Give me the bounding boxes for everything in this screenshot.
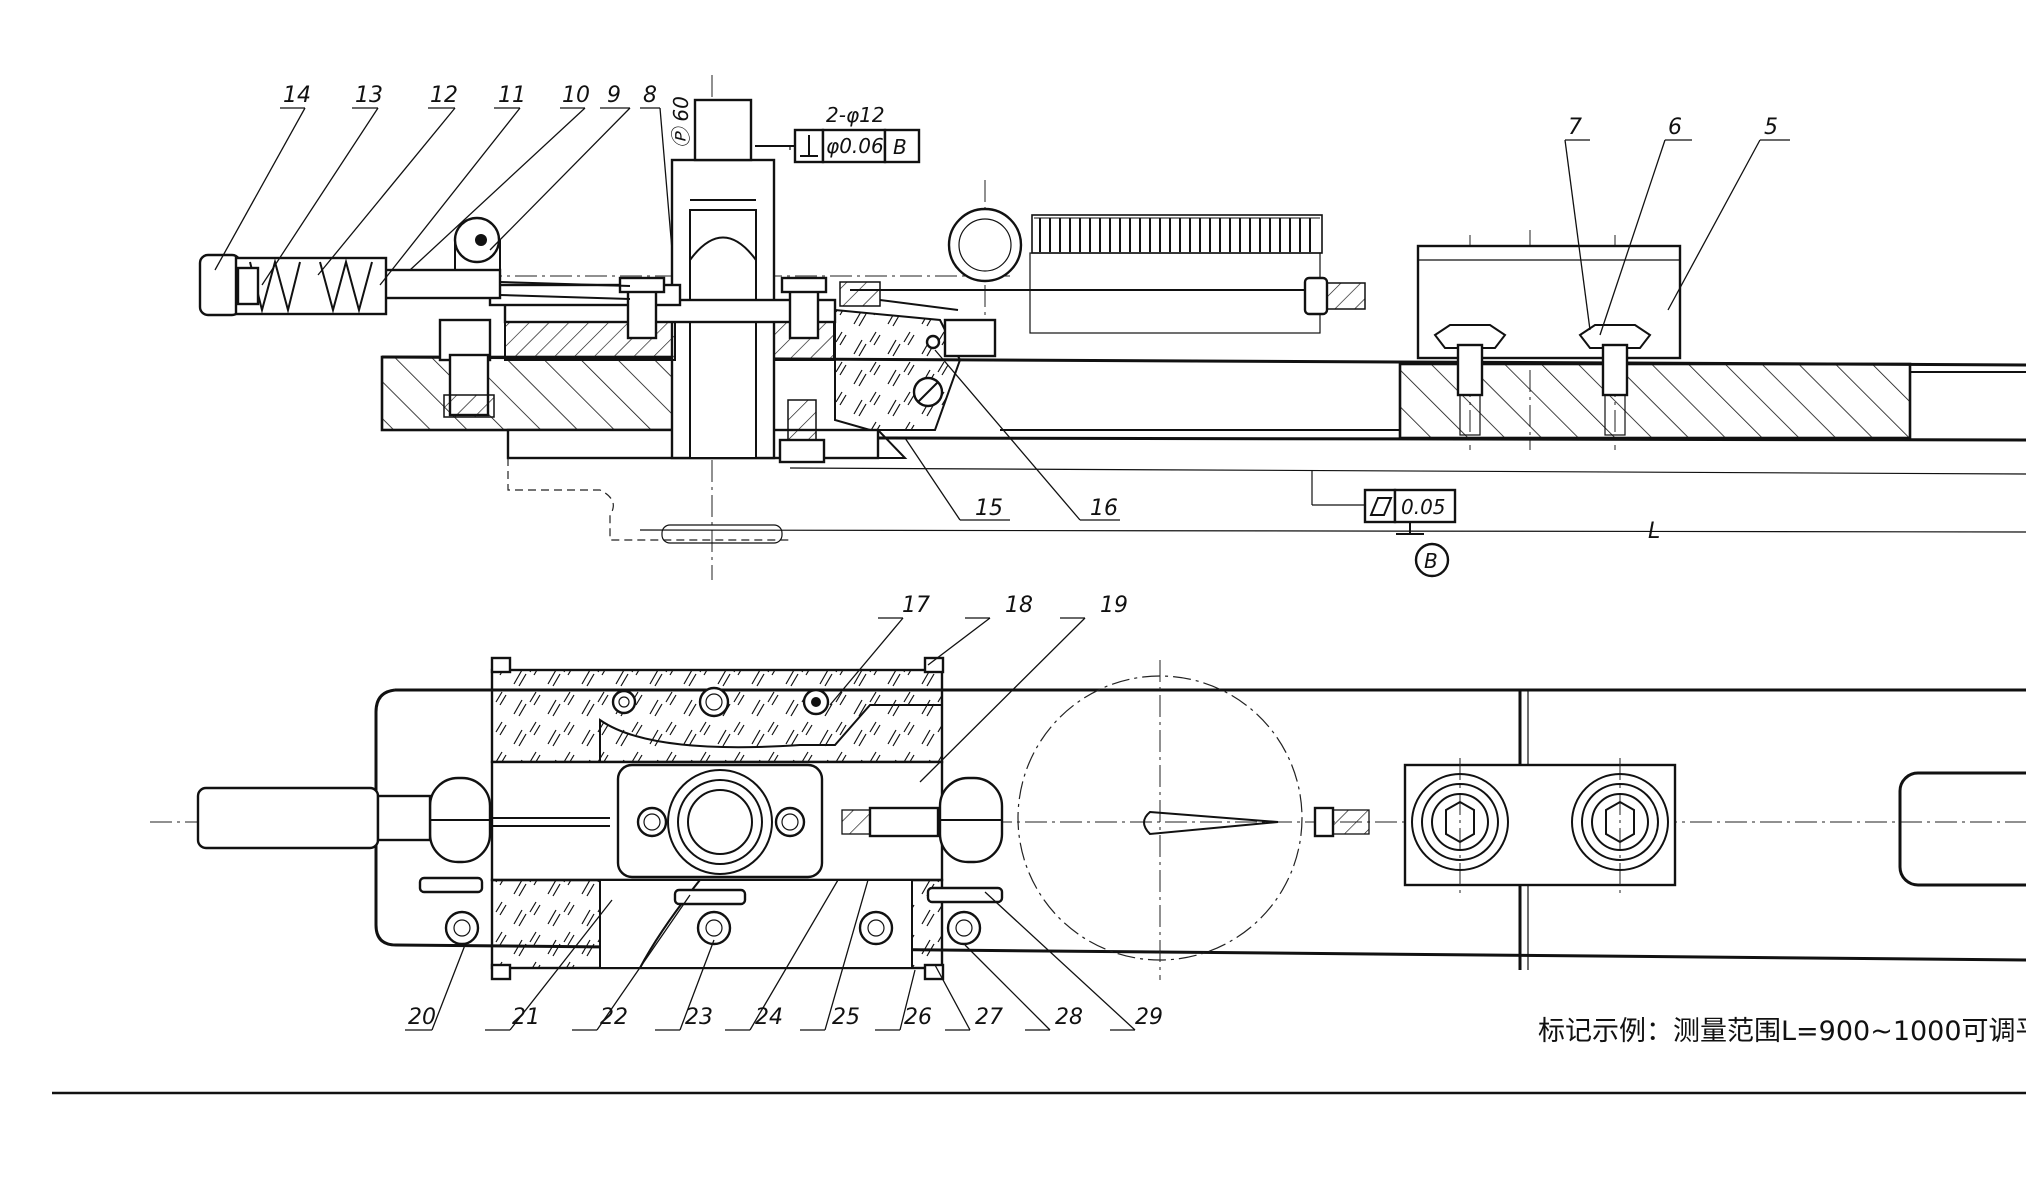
label-part-25: 25: [832, 1005, 860, 1030]
part-labels-top: 14 13 12 11 10 9 8 7 6 5 15 16: [283, 83, 1778, 521]
section-view: [198, 75, 2026, 580]
datum-b-circle: B: [1424, 549, 1438, 573]
length-label-l: L: [1648, 519, 1660, 544]
label-part-6: 6: [1668, 115, 1682, 140]
label-part-13: 13: [355, 83, 383, 108]
marking-example-caption: 标记示例：测量范围L=900~1000可调平板型测: [1538, 1016, 2026, 1047]
label-part-9: 9: [607, 83, 621, 108]
label-part-23: 23: [685, 1005, 713, 1030]
datum-ref-b: B: [893, 135, 907, 159]
label-part-19: 19: [1100, 593, 1128, 618]
label-part-7: 7: [1568, 115, 1582, 140]
label-part-10: 10: [562, 83, 590, 108]
hole-spec: 2-φ12: [826, 103, 885, 127]
leaders-bottom: [405, 617, 1136, 1031]
label-part-22: 22: [600, 1005, 628, 1030]
flatness-value: 0.05: [1401, 495, 1446, 519]
label-part-18: 18: [1005, 593, 1033, 618]
leaders-top: [214, 107, 1790, 521]
label-part-17: 17: [902, 593, 930, 618]
label-part-12: 12: [430, 83, 458, 108]
label-part-28: 28: [1055, 1005, 1083, 1030]
label-part-14: 14: [283, 83, 311, 108]
label-part-29: 29: [1135, 1005, 1163, 1030]
label-part-15: 15: [975, 496, 1003, 521]
projected-zone: Ⓟ 60: [669, 96, 693, 148]
label-part-27: 27: [975, 1005, 1003, 1030]
label-part-8: 8: [643, 83, 657, 108]
tolerance-annotations: 2-φ12 φ0.06Ⓟ B Ⓟ 60 0.05 B L: [669, 96, 1660, 578]
label-part-21: 21: [512, 1005, 540, 1030]
label-part-20: 20: [408, 1005, 436, 1030]
label-part-11: 11: [498, 83, 526, 108]
label-part-26: 26: [904, 1005, 932, 1030]
plan-view: [150, 656, 2026, 981]
label-part-5: 5: [1764, 115, 1778, 140]
label-part-24: 24: [755, 1005, 783, 1030]
part-labels-bottom: 17 18 19 20 21 22 23 24 25 26 27 28 29: [408, 593, 1163, 1030]
label-part-16: 16: [1090, 496, 1118, 521]
